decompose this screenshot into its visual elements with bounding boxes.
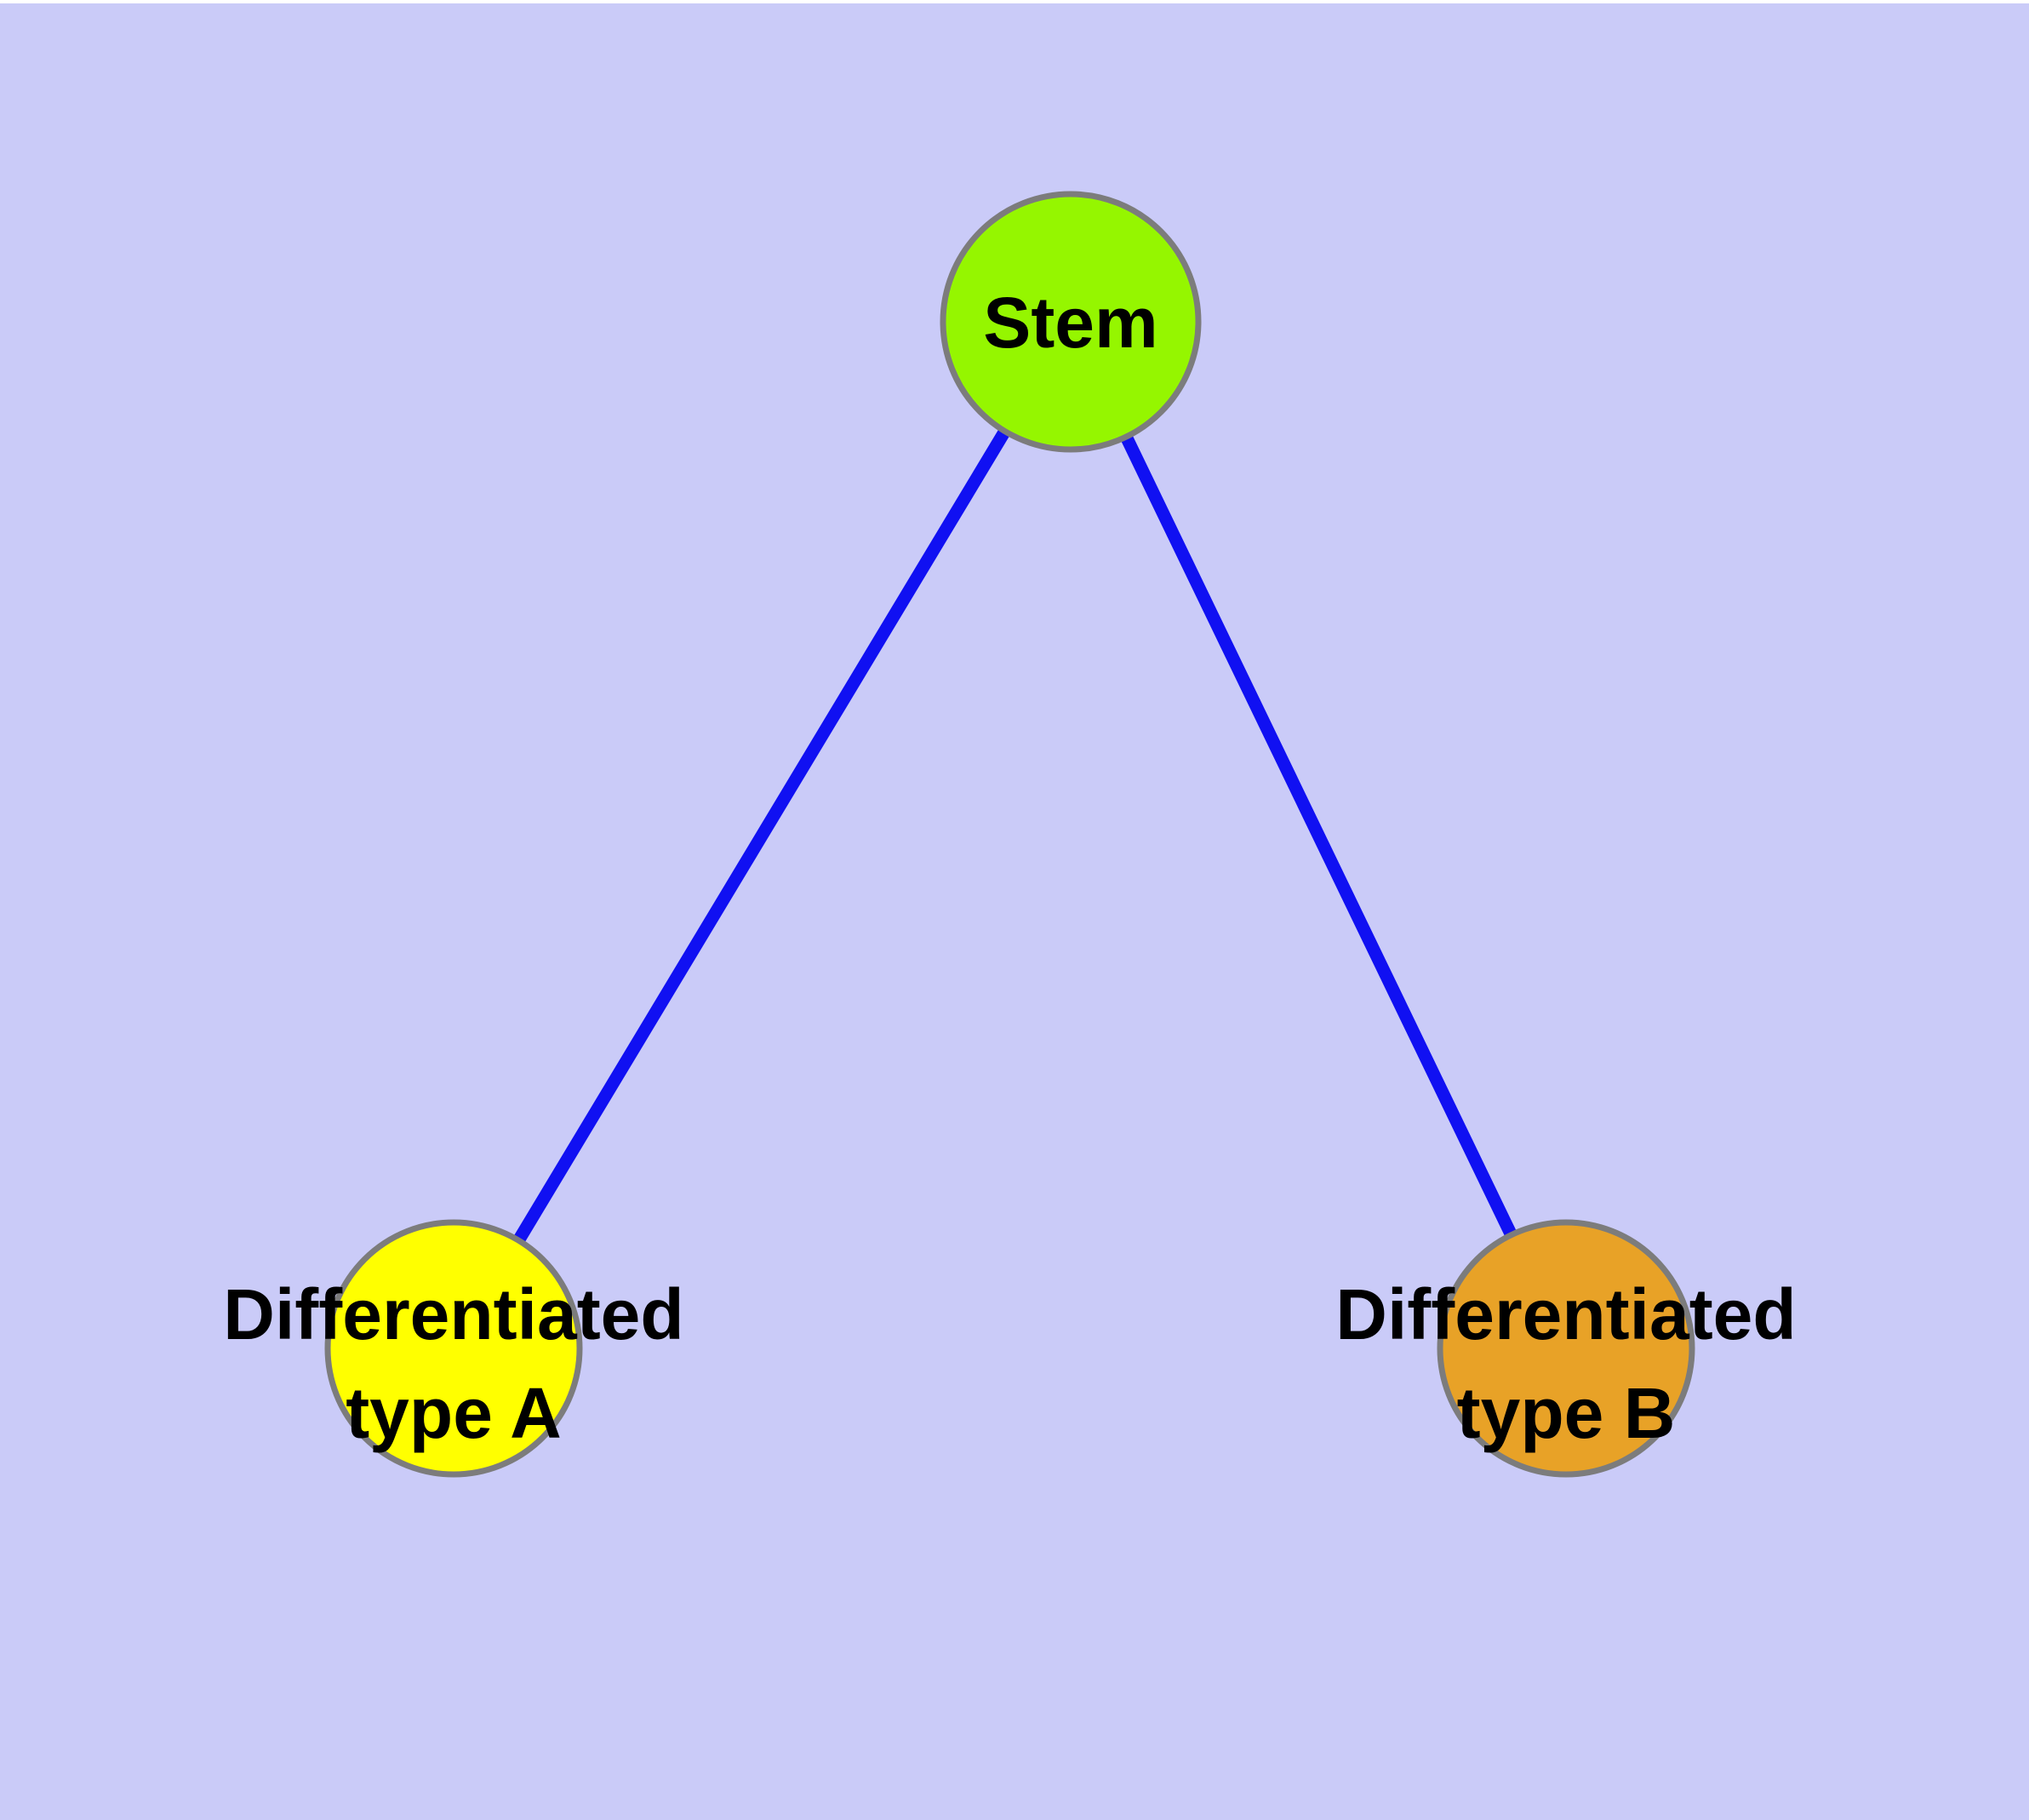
- node-stem-label: Stem: [983, 283, 1157, 363]
- node-type-b: [1437, 1219, 1695, 1478]
- node-type-a-label-line1: Differentiated: [223, 1274, 683, 1354]
- node-stem: [940, 191, 1202, 453]
- edge-stem-to-type-a: [448, 318, 1077, 1352]
- node-type-b-label-line1: Differentiated: [1335, 1274, 1796, 1354]
- node-type-b-label-line2: type B: [1457, 1373, 1676, 1453]
- node-type-a-label-line2: type A: [346, 1373, 562, 1453]
- window-top-strip: [0, 0, 2029, 3]
- node-type-a: [324, 1219, 583, 1478]
- edge-stem-to-type-b: [1065, 318, 1572, 1352]
